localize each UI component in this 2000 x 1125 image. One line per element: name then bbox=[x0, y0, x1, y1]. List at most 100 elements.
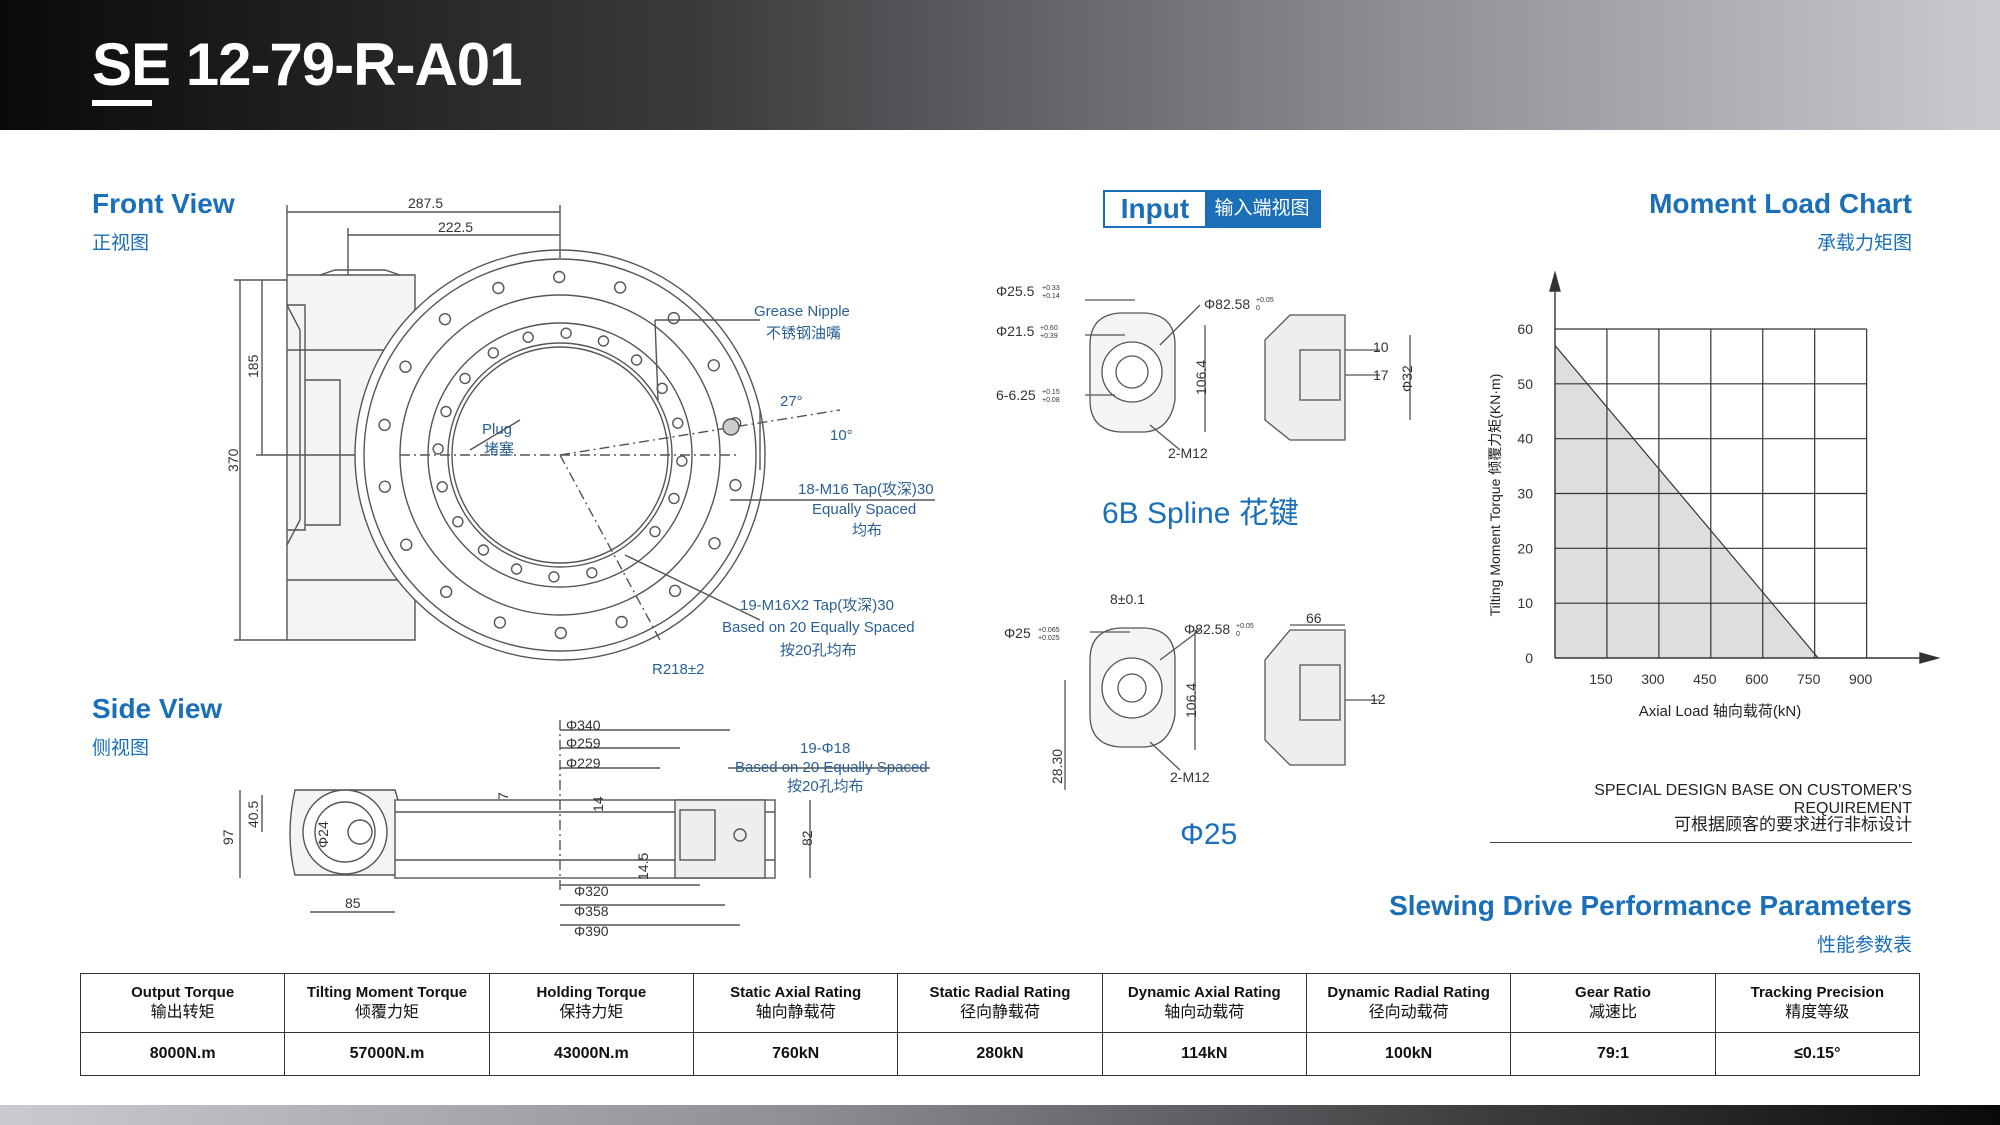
side-view-subtitle: 侧视图 bbox=[92, 738, 150, 759]
chart-x-tick: 300 bbox=[1641, 671, 1665, 687]
phi25-d8258: Φ82.58 bbox=[1184, 621, 1230, 637]
moment-chart-subtitle: 承载力矩图 bbox=[1816, 233, 1912, 254]
title-underline bbox=[92, 100, 152, 106]
svg-text:+0.14: +0.14 bbox=[1042, 293, 1060, 300]
spline-d215: Φ21.5 bbox=[996, 323, 1035, 339]
dim-222: 222.5 bbox=[438, 219, 473, 235]
value-tilting-moment: 57000N.m bbox=[284, 1032, 490, 1076]
spline-d255: Φ25.5 bbox=[996, 283, 1035, 299]
spline-d625: 6-6.25 bbox=[996, 387, 1036, 403]
dim-82: 82 bbox=[799, 830, 815, 846]
value-output-torque: 8000N.m bbox=[79, 1032, 286, 1076]
front-view-title: Front View bbox=[92, 188, 235, 219]
plug-cn: 堵塞 bbox=[484, 440, 514, 458]
dim-14: 14 bbox=[590, 796, 606, 812]
tap19-a: 19-M16X2 Tap(攻深)30 bbox=[740, 597, 894, 614]
dim-405: 40.5 bbox=[245, 801, 261, 828]
spline-d8258: Φ82.58 bbox=[1204, 296, 1250, 312]
phi25-h2830: 28.30 bbox=[1049, 749, 1065, 784]
svg-text:+0.025: +0.025 bbox=[1038, 635, 1060, 642]
dim-p229: Φ229 bbox=[566, 755, 601, 771]
inner-bolt-hole bbox=[452, 515, 464, 528]
inner-bolt-hole bbox=[477, 544, 490, 556]
tap19-c: 按20孔均布 bbox=[780, 642, 857, 659]
front-view-labels: Grease Nipple 不锈钢油嘴 Plug 堵塞 27° 10° 18-M… bbox=[482, 303, 934, 678]
dim-287: 287.5 bbox=[408, 195, 443, 211]
inner-bolt-hole bbox=[436, 481, 448, 493]
table-row: 8000N.m 57000N.m 43000N.m 760kN 280kN 11… bbox=[79, 1032, 1921, 1076]
tap18-a: 18-M16 Tap(攻深)30 bbox=[798, 481, 934, 498]
page-title: SE 12-79-R-A01 bbox=[92, 31, 523, 98]
outer-bolt-hole bbox=[400, 538, 413, 551]
inner-bolt-hole bbox=[676, 455, 688, 467]
angle-10: 10° bbox=[830, 427, 853, 444]
outer-bolt-hole bbox=[552, 270, 566, 284]
dim-p259: Φ259 bbox=[566, 735, 601, 751]
spline-p32: Φ32 bbox=[1399, 365, 1415, 392]
outer-bolt-hole bbox=[378, 418, 391, 432]
spline-m12: 2-M12 bbox=[1168, 445, 1208, 461]
tap19-b: Based on 20 Equally Spaced bbox=[722, 619, 915, 636]
chart-x-tick: 750 bbox=[1797, 671, 1821, 687]
phi25-s66: 66 bbox=[1306, 610, 1322, 626]
value-gear-ratio: 79:1 bbox=[1510, 1032, 1716, 1076]
inner-bolt-hole bbox=[630, 354, 643, 366]
outer-bolt-hole bbox=[493, 616, 507, 629]
front-view-subtitle: 正视图 bbox=[92, 233, 150, 254]
value-static-axial: 760kN bbox=[692, 1032, 899, 1076]
inner-bolt-hole bbox=[487, 347, 500, 359]
side-view-dims: 97 40.5 85 Φ24 Φ340 Φ259 Φ229 Φ320 Φ358 … bbox=[220, 717, 815, 939]
outer-bolt-hole bbox=[378, 480, 392, 493]
footer-band bbox=[0, 1105, 2000, 1125]
outer-bolt-hole bbox=[438, 312, 452, 326]
inner-bolt-hole bbox=[432, 443, 444, 455]
chart-y-tick: 30 bbox=[1517, 486, 1533, 502]
inner-bolt-hole bbox=[586, 567, 598, 579]
dim-97: 97 bbox=[220, 829, 236, 845]
outer-bolt-hole bbox=[399, 360, 412, 373]
front-view-drawing bbox=[234, 205, 935, 661]
outer-bolt-hole bbox=[554, 626, 568, 640]
front-view-dims: 287.5 222.5 185 370 bbox=[225, 195, 473, 472]
phi25-drawing bbox=[1064, 624, 1380, 790]
performance-title: Slewing Drive Performance Parameters bbox=[1389, 890, 1912, 921]
chart-y-tick: 60 bbox=[1517, 321, 1533, 337]
phi25-d25: Φ25 bbox=[1004, 625, 1031, 641]
dim-p390: Φ390 bbox=[574, 923, 609, 939]
inner-bolt-hole bbox=[668, 492, 680, 505]
chart-x-tick: 900 bbox=[1849, 671, 1873, 687]
special-design-en: SPECIAL DESIGN BASE ON CUSTOMER'S REQUIR… bbox=[1594, 782, 1912, 817]
tap18-c: 均布 bbox=[852, 522, 882, 539]
value-holding-torque: 43000N.m bbox=[488, 1032, 694, 1076]
phi25-h1064: 106.4 bbox=[1183, 683, 1199, 718]
phi25-dims: 8±0.1 Φ25 +0.065 +0.025 Φ82.58 +0.05 0 1… bbox=[1004, 591, 1386, 785]
chart-y-arrow bbox=[1549, 270, 1561, 292]
performance-subtitle: 性能参数表 bbox=[1816, 935, 1912, 956]
dim-p340: Φ340 bbox=[566, 717, 601, 733]
inner-bolt-hole bbox=[459, 372, 471, 385]
holes-b: Based on 20 Equally Spaced bbox=[735, 759, 928, 776]
svg-text:0: 0 bbox=[1236, 631, 1240, 638]
value-dynamic-radial: 100kN bbox=[1305, 1032, 1512, 1076]
chart-x-arrow bbox=[1919, 652, 1941, 664]
dim-185: 185 bbox=[245, 354, 261, 378]
tap18-b: Equally Spaced bbox=[812, 501, 916, 518]
svg-text:+0.05: +0.05 bbox=[1256, 297, 1274, 304]
spline-drawing bbox=[1085, 299, 1411, 451]
inner-bolt-hole bbox=[560, 327, 572, 339]
holes-c: 按20孔均布 bbox=[787, 778, 864, 795]
side-view-labels: 19-Φ18 Based on 20 Equally Spaced 按20孔均布 bbox=[735, 740, 928, 795]
spline-s10: 10 bbox=[1373, 339, 1389, 355]
chart-y-tick: 40 bbox=[1517, 431, 1533, 447]
outer-bolt-hole bbox=[615, 615, 628, 629]
input-view-label: Input 输入端视图 bbox=[1103, 190, 1321, 228]
radius-label: R218±2 bbox=[652, 661, 704, 678]
dim-85: 85 bbox=[345, 895, 361, 911]
angle-27: 27° bbox=[780, 393, 803, 410]
